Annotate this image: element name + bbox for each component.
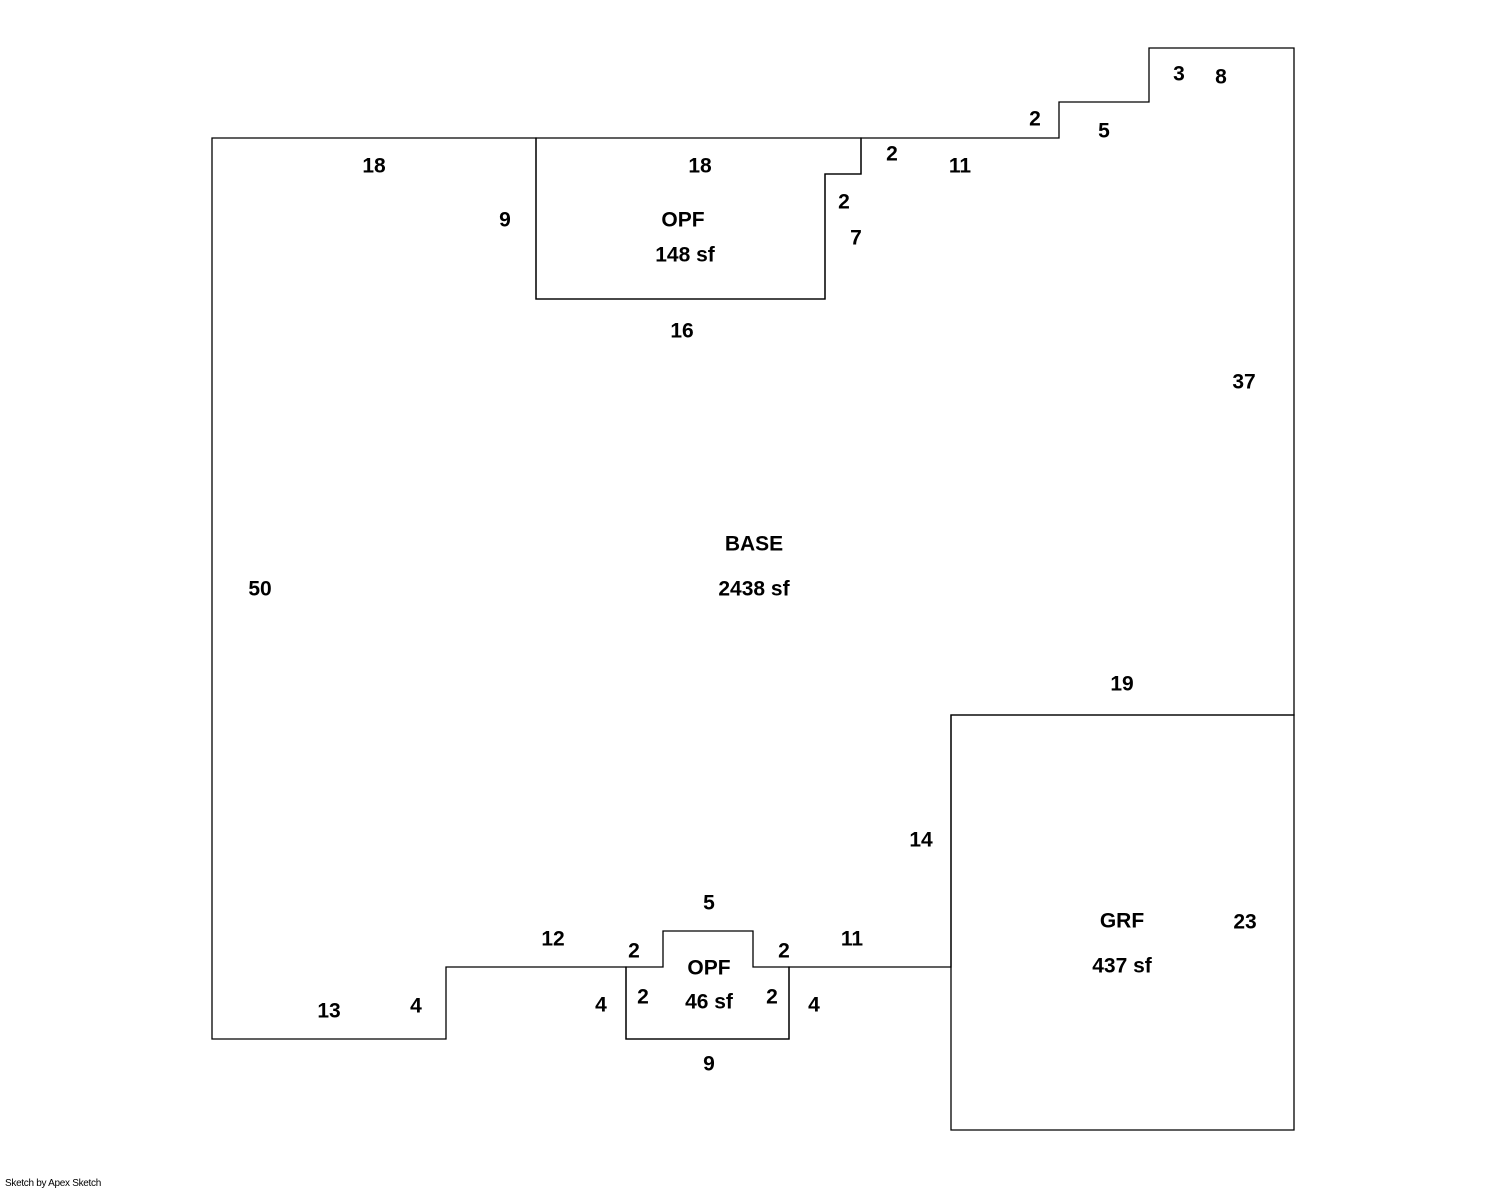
opf-top-outline [535, 137, 862, 300]
grf-area-size: 437 sf [1092, 955, 1153, 978]
dimension-label: 4 [410, 995, 422, 1018]
dimension-label: 50 [248, 578, 271, 601]
dimension-label: 18 [362, 155, 386, 178]
dimension-label: 2 [886, 143, 898, 166]
dimension-label: 7 [850, 227, 862, 250]
dimension-label: 16 [670, 320, 693, 343]
dimension-label: 5 [1098, 120, 1110, 143]
dimension-label: 2 [637, 986, 649, 1009]
dimension-label: 5 [703, 892, 715, 915]
dimension-label: 2 [628, 940, 640, 963]
dimension-label: 2 [778, 940, 790, 963]
opf-top-area-name: OPF [661, 209, 704, 232]
dimension-label: 19 [1110, 673, 1133, 696]
dimension-label: 37 [1232, 371, 1255, 394]
dimension-label: 18 [688, 155, 712, 178]
dimension-label: 3 [1173, 63, 1185, 86]
opf-bottom-outline [625, 930, 790, 1040]
dimension-label: 11 [841, 928, 864, 951]
base-area-name: BASE [725, 533, 783, 556]
dimension-label: 2 [766, 986, 778, 1009]
dimension-label: 11 [949, 155, 972, 178]
dimension-label: 9 [703, 1053, 715, 1076]
sketch-credit: Sketch by Apex Sketch [5, 1178, 101, 1189]
dimension-label: 14 [909, 829, 933, 852]
dimension-label: 9 [499, 209, 511, 232]
dimension-label: 23 [1233, 911, 1256, 934]
dimension-label: 2 [1029, 108, 1041, 131]
grf-area-outline [950, 714, 1295, 1131]
opf-top-area-size: 148 sf [655, 244, 716, 267]
dimension-label: 13 [317, 1000, 340, 1023]
base-area-size: 2438 sf [718, 578, 790, 601]
dimension-label: 8 [1215, 66, 1227, 89]
dimension-label: 4 [595, 994, 607, 1017]
opf-bottom-area-size: 46 sf [685, 991, 734, 1014]
grf-area-name: GRF [1100, 910, 1145, 933]
opf-bottom-area-name: OPF [687, 957, 730, 980]
dimension-label: 2 [838, 191, 850, 214]
dimension-label: 4 [808, 994, 820, 1017]
dimension-label: 12 [541, 928, 564, 951]
